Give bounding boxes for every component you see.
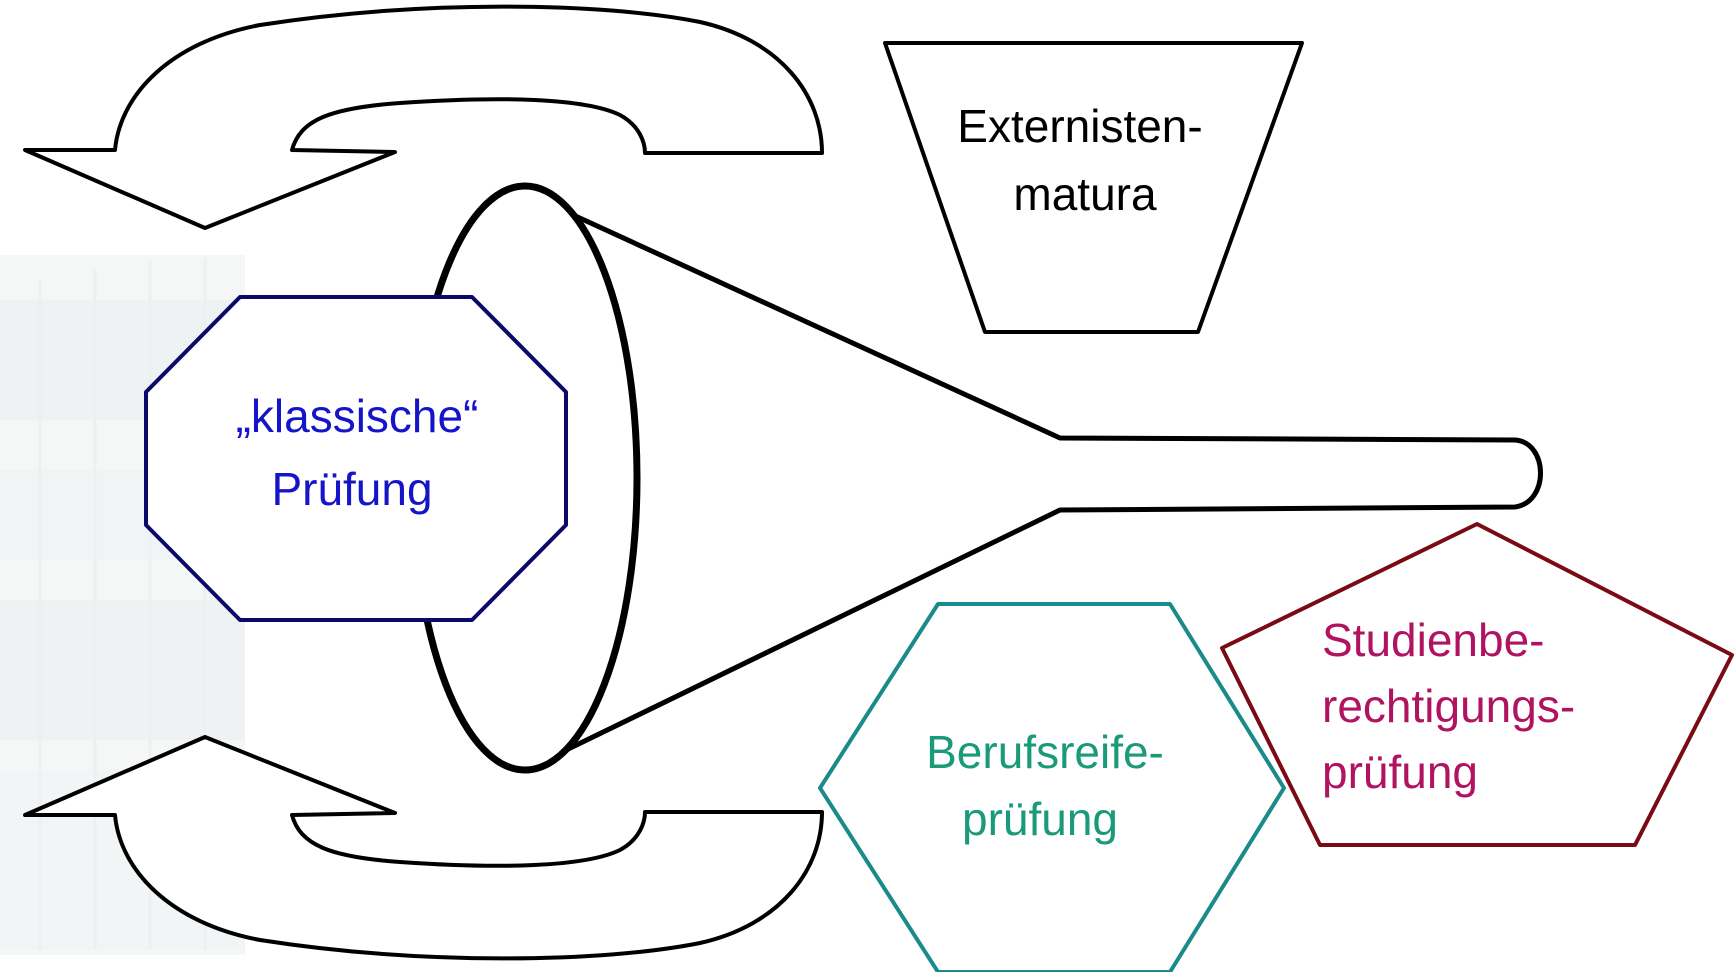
top-curved-arrow [23,4,824,230]
studienberechtigungspruefung-shape: Studienbe- rechtigungs- prüfung [1220,522,1734,847]
studienberechtigungspruefung-line2: rechtigungs- [1322,680,1575,732]
klassische-pruefung-shape: „klassische“ Prüfung [144,295,568,622]
externistenmatura-shape: Externisten- matura [883,41,1304,334]
klassische-pruefung-line1: „klassische“ [236,390,479,442]
klassische-pruefung-line2: Prüfung [271,463,432,515]
externistenmatura-line1: Externisten- [957,100,1202,152]
externistenmatura-line2: matura [1013,168,1157,220]
berufsreifepruefung-shape: Berufsreife- prüfung [818,602,1286,972]
berufsreifepruefung-line1: Berufsreife- [926,726,1164,778]
bottom-curved-arrow [23,735,824,961]
studienberechtigungspruefung-line3: prüfung [1322,746,1478,798]
berufsreifepruefung-line2: prüfung [962,793,1118,845]
studienberechtigungspruefung-line1: Studienbe- [1322,614,1545,666]
